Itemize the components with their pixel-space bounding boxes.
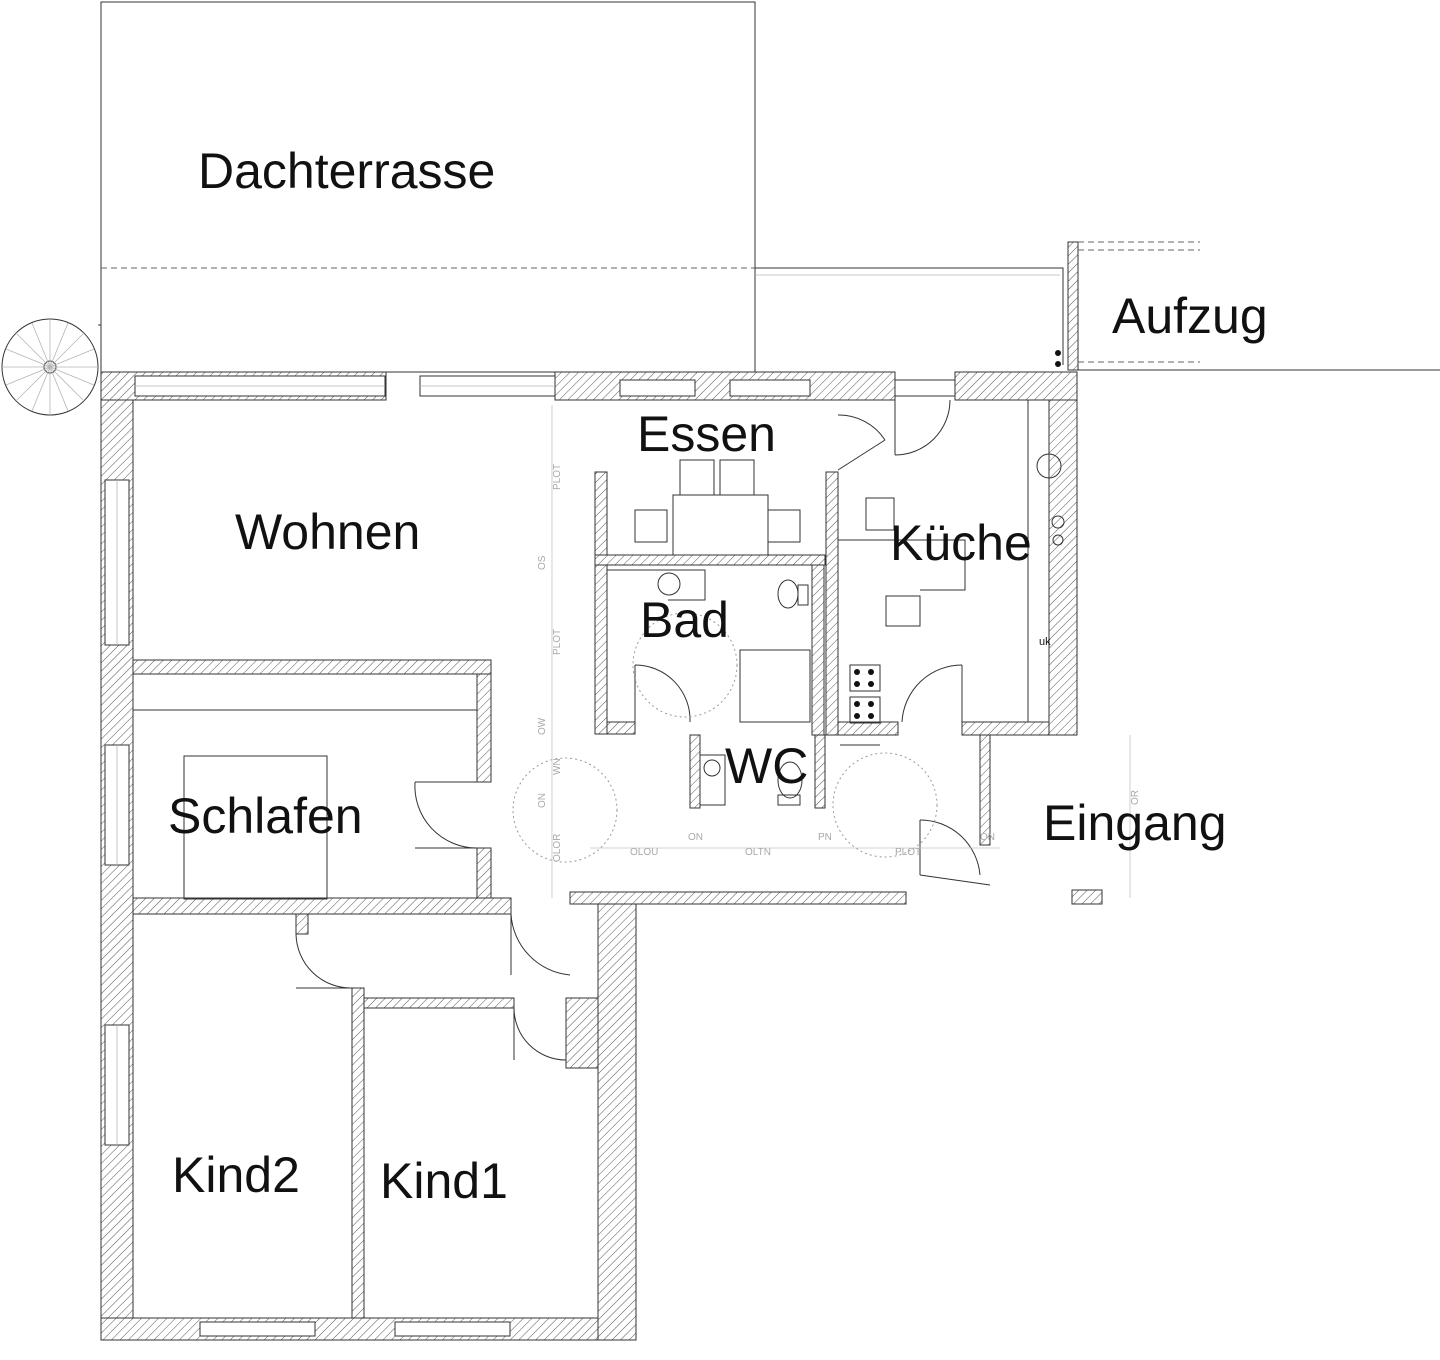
fixture-label-uk: uk bbox=[1039, 636, 1051, 648]
dim-label-v2: OS bbox=[537, 555, 548, 570]
room-label-kind1: Kind1 bbox=[380, 1153, 508, 1209]
roof-terrace-outline bbox=[100, 1, 1064, 373]
dimension-lines bbox=[551, 405, 1131, 898]
dim-label-v7: OLOR bbox=[552, 834, 563, 862]
room-label-kind2: Kind2 bbox=[172, 1147, 300, 1203]
dim-label-v4: OW bbox=[537, 717, 548, 735]
dim-label-v3: PLOT bbox=[552, 629, 563, 655]
dim-label-v6: ON bbox=[537, 793, 548, 808]
dim-label-v5: WN bbox=[552, 758, 563, 775]
doors bbox=[295, 399, 991, 1061]
room-label-dachterrasse: Dachterrasse bbox=[198, 143, 495, 199]
room-label-wc: WC bbox=[725, 738, 808, 794]
dim-label-h4: PN bbox=[818, 832, 832, 843]
dimension-labels: PLOT OS PLOT OW WN ON OLOR OR OLOU ON OL… bbox=[537, 464, 1141, 862]
dim-label-h3: OLTN bbox=[745, 847, 771, 858]
spiral-staircase-icon bbox=[1, 318, 101, 416]
dim-label-h6: ON bbox=[980, 832, 995, 843]
interior-walls bbox=[132, 471, 1050, 1319]
turning-circles bbox=[512, 612, 938, 863]
dim-label-h1: OLOU bbox=[630, 847, 658, 858]
elevator-shaft bbox=[1055, 241, 1440, 371]
room-label-aufzug: Aufzug bbox=[1112, 288, 1268, 344]
room-label-bad: Bad bbox=[640, 592, 729, 648]
dim-label-h5: PLOT bbox=[895, 847, 921, 858]
room-labels: Dachterrasse Aufzug Essen Wohnen Küche B… bbox=[168, 143, 1268, 1209]
room-label-kueche: Küche bbox=[890, 515, 1032, 571]
room-label-wohnen: Wohnen bbox=[235, 504, 420, 560]
furniture bbox=[133, 399, 1065, 900]
room-label-essen: Essen bbox=[637, 406, 776, 462]
room-label-eingang: Eingang bbox=[1043, 795, 1227, 851]
room-label-schlafen: Schlafen bbox=[168, 788, 363, 844]
windows bbox=[104, 375, 956, 1337]
dim-label-v1: PLOT bbox=[552, 464, 563, 490]
dim-label-h2: ON bbox=[688, 832, 703, 843]
dim-label-v8: OR bbox=[1130, 790, 1141, 805]
